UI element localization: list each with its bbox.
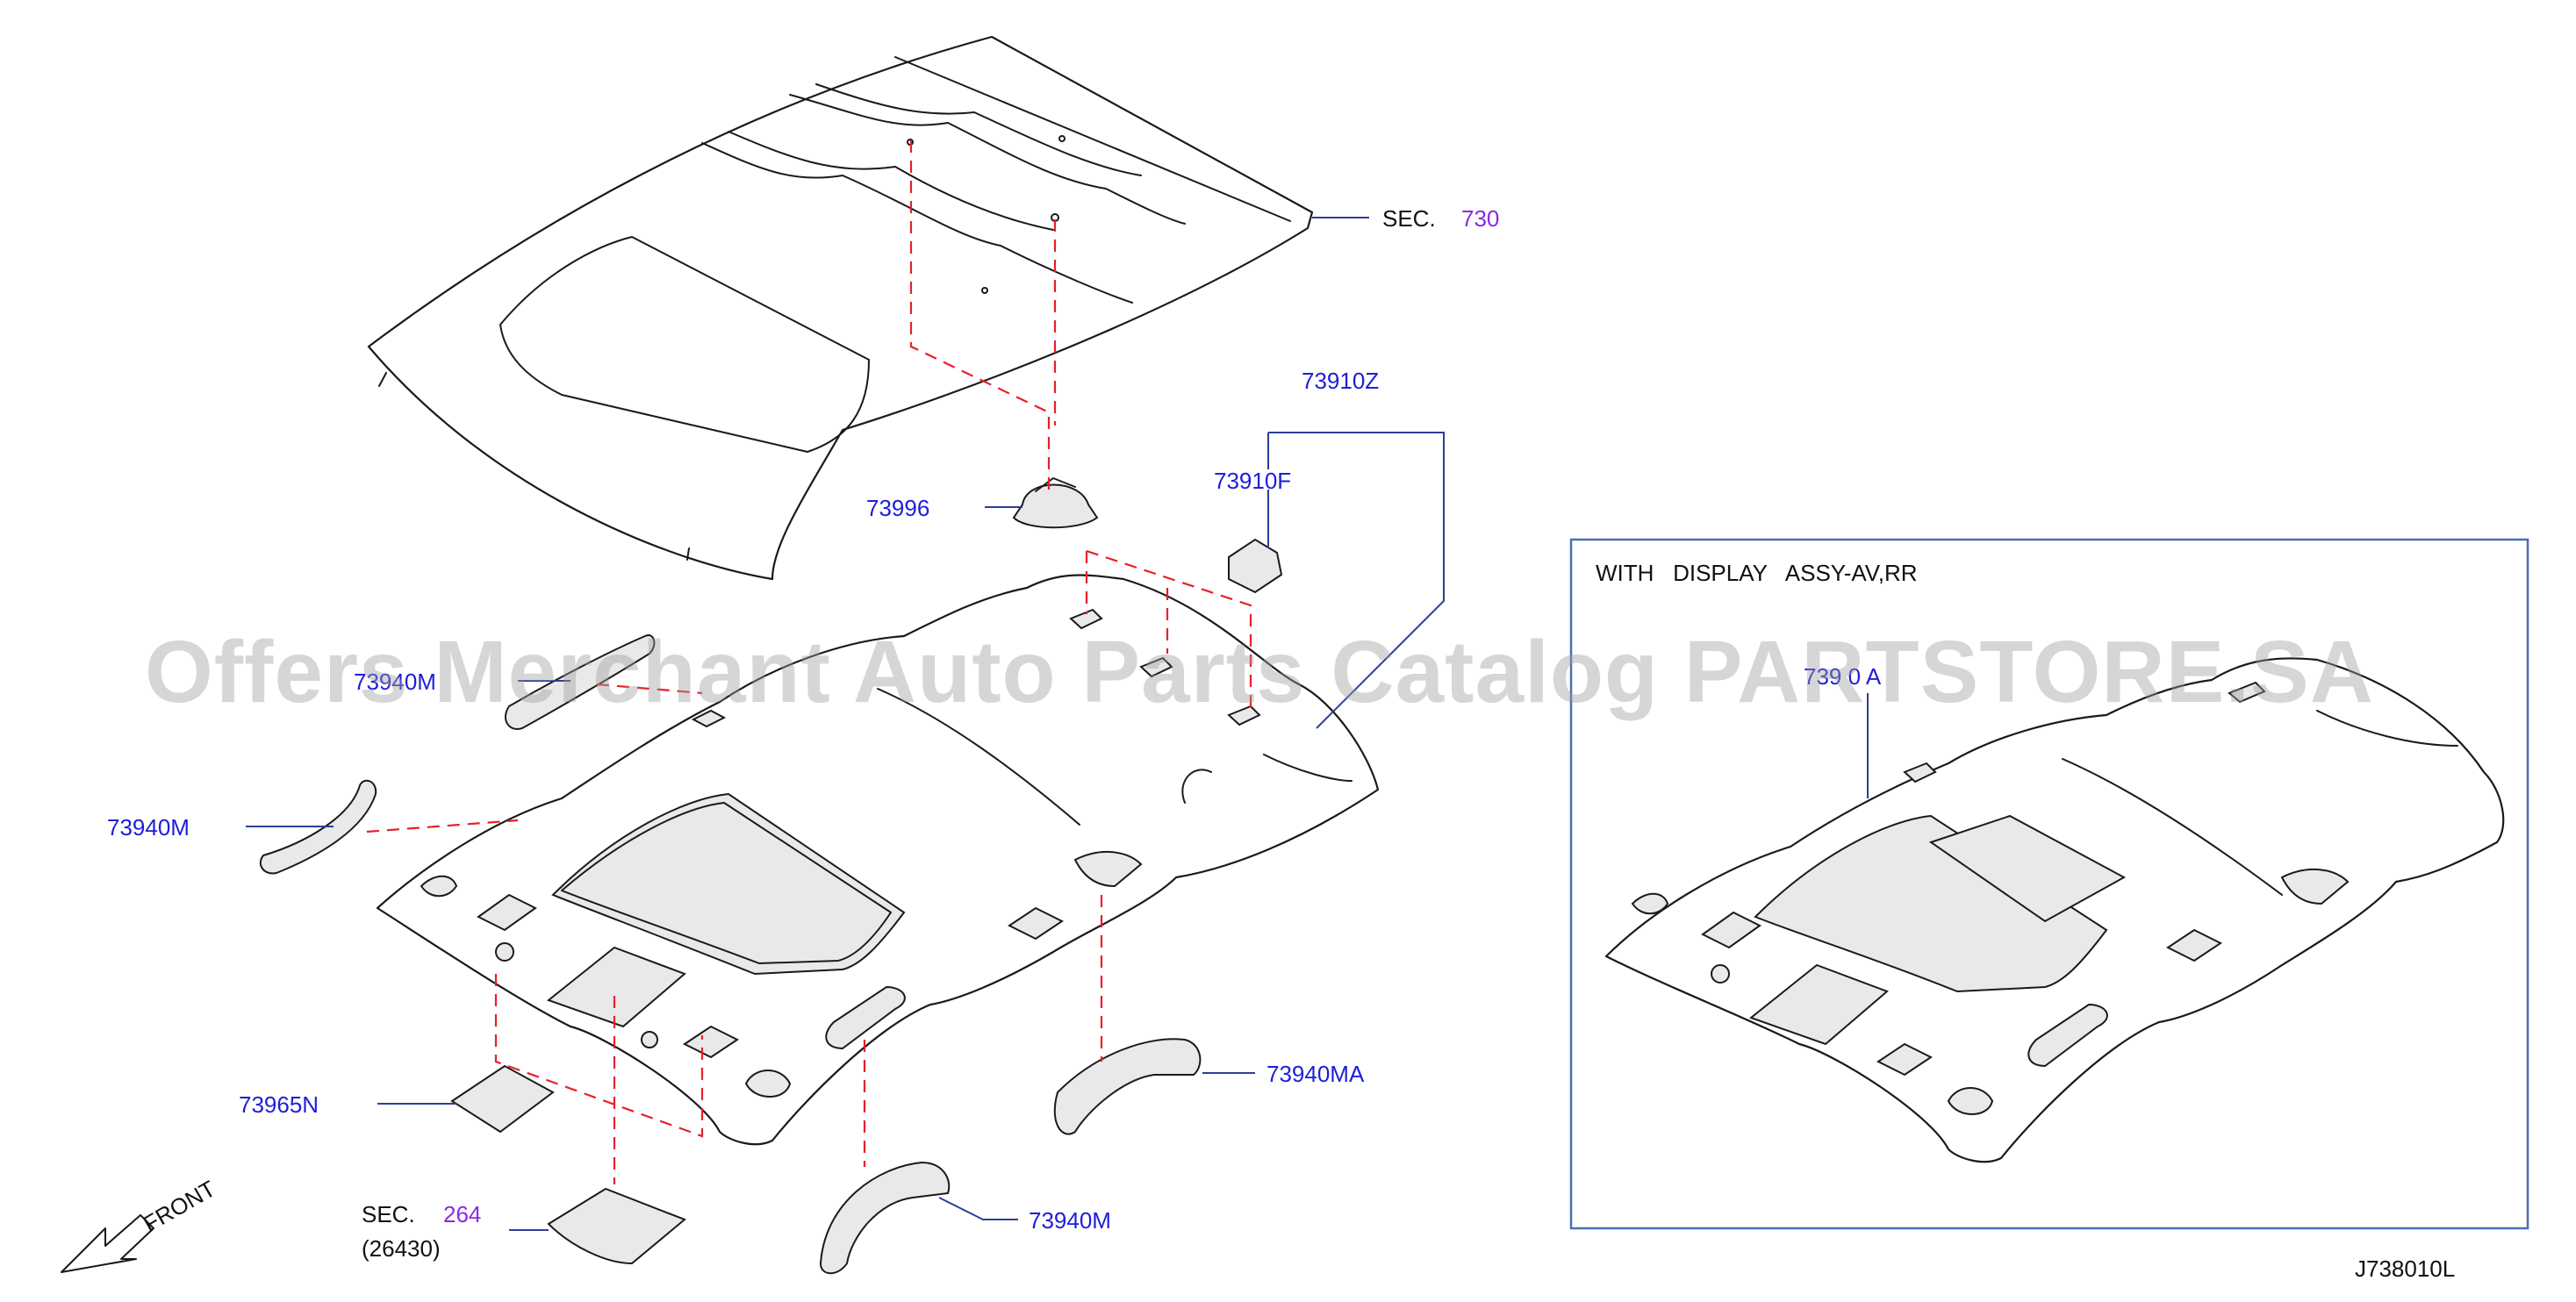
grip-lower-part bbox=[819, 1161, 951, 1275]
svg-text:(26430): (26430) bbox=[362, 1235, 441, 1262]
front-arrow-icon bbox=[61, 1214, 154, 1273]
section-264-callout: SEC. 264 (26430) bbox=[362, 1201, 481, 1262]
inset-title: WITH DISPLAY ASSY-AV,RR bbox=[1596, 560, 1918, 586]
leader-lines bbox=[246, 217, 1869, 1231]
inset-headlining bbox=[1604, 657, 2505, 1163]
front-grip-left-part bbox=[259, 779, 377, 875]
label-clip: 73910F bbox=[1214, 468, 1291, 494]
roof-panel bbox=[367, 35, 1314, 581]
inset-frame bbox=[1569, 538, 2529, 1230]
roof-clip-part bbox=[1012, 477, 1099, 529]
svg-text:SEC.: SEC. bbox=[1382, 205, 1436, 232]
label-headlining-assy: 73910Z bbox=[1302, 368, 1379, 394]
clip-part bbox=[1228, 538, 1283, 594]
headlining-main bbox=[376, 574, 1380, 1146]
section-730-callout: SEC. 730 bbox=[1382, 205, 1499, 232]
lamp-cover-part bbox=[450, 1064, 555, 1134]
front-label: FRONT bbox=[139, 1175, 220, 1237]
map-lamp-part bbox=[547, 1187, 686, 1265]
label-lamp-cover: 73965N bbox=[239, 1091, 319, 1118]
label-front-grip-left: 73940M bbox=[107, 814, 190, 841]
inset-part-label: 739 0 A bbox=[1804, 663, 1882, 690]
svg-text:264: 264 bbox=[443, 1201, 481, 1227]
alignment-lines bbox=[366, 140, 1252, 1184]
svg-text:730: 730 bbox=[1461, 205, 1499, 232]
label-rear-grip: 73940M bbox=[354, 669, 436, 695]
label-grip-ma: 73940MA bbox=[1266, 1061, 1365, 1087]
label-grip-lower: 73940M bbox=[1029, 1207, 1111, 1234]
diagram-code: J738010L bbox=[2355, 1256, 2455, 1282]
watermark: Offers Merchant Auto Parts Catalog PARTS… bbox=[145, 623, 2374, 721]
label-roof-clip: 73996 bbox=[866, 495, 929, 521]
grip-ma-part bbox=[1053, 1038, 1202, 1135]
svg-text:SEC.: SEC. bbox=[362, 1201, 415, 1227]
rear-grip-part bbox=[505, 634, 656, 730]
